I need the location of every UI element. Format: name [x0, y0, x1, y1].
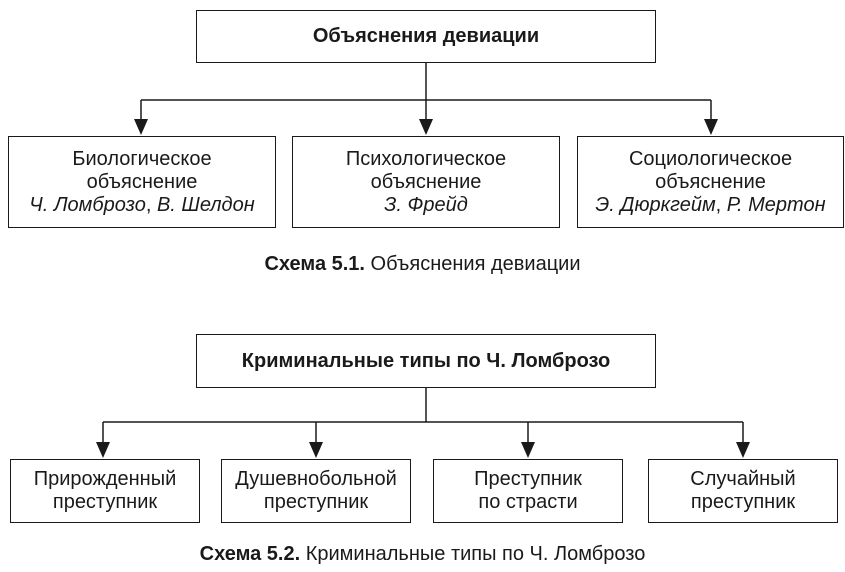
- arrowhead: [704, 119, 718, 135]
- occasional-criminal-box: Случайный преступник: [648, 459, 838, 523]
- arrowhead: [521, 442, 535, 458]
- arrowhead: [309, 442, 323, 458]
- box-title-line2: объяснение: [370, 170, 482, 193]
- passion-criminal-box: Преступник по страсти: [433, 459, 623, 523]
- box-authors: Э. Дюркгейм, Р. Мертон: [595, 193, 826, 216]
- caption-label: Схема 5.2.: [199, 543, 301, 565]
- box-title-line1: Прирожденный: [33, 468, 177, 490]
- arrowhead: [419, 119, 433, 135]
- box-title-line1: Социологическое: [628, 147, 793, 170]
- arrowhead: [134, 119, 148, 135]
- box-title-line2: объяснение: [86, 170, 198, 193]
- box-title-line2: преступник: [690, 491, 796, 513]
- scheme2-caption: Схема 5.2. Криминальные типы по Ч. Ломбр…: [0, 543, 845, 566]
- arrowhead: [736, 442, 750, 458]
- biological-explanation-box: Биологическое объяснение Ч. Ломброзо, В.…: [8, 136, 276, 228]
- box-authors: З. Фрейд: [384, 193, 468, 216]
- scheme1-root-label: Объяснения девиации: [312, 25, 540, 47]
- box-title-line2: по страсти: [478, 491, 578, 513]
- caption-label: Схема 5.1.: [264, 253, 365, 275]
- scheme2-root-label: Криминальные типы по Ч. Ломброзо: [241, 349, 611, 372]
- scheme1-caption: Схема 5.1. Объяснения девиации: [0, 253, 845, 276]
- scheme1-root-box: Объяснения девиации: [196, 10, 656, 63]
- born-criminal-box: Прирожденный преступник: [10, 459, 200, 523]
- box-title-line1: Биологическое: [72, 147, 212, 170]
- box-title-line1: Случайный: [690, 468, 796, 490]
- box-title-line1: Душевнобольной: [235, 468, 397, 490]
- box-title-line2: преступник: [263, 491, 369, 513]
- sociological-explanation-box: Социологическое объяснение Э. Дюркгейм, …: [577, 136, 844, 228]
- scheme2-root-box: Криминальные типы по Ч. Ломброзо: [196, 334, 656, 388]
- box-authors: Ч. Ломброзо, В. Шелдон: [29, 193, 255, 216]
- box-title-line1: Психологическое: [345, 147, 507, 170]
- box-title-line1: Преступник: [474, 468, 582, 490]
- box-title-line2: преступник: [52, 491, 158, 513]
- insane-criminal-box: Душевнобольной преступник: [221, 459, 411, 523]
- caption-text: Криминальные типы по Ч. Ломброзо: [300, 543, 646, 565]
- box-title-line2: объяснение: [655, 170, 766, 193]
- psychological-explanation-box: Психологическое объяснение З. Фрейд: [292, 136, 560, 228]
- caption-text: Объяснения девиации: [364, 253, 581, 275]
- arrowhead: [96, 442, 110, 458]
